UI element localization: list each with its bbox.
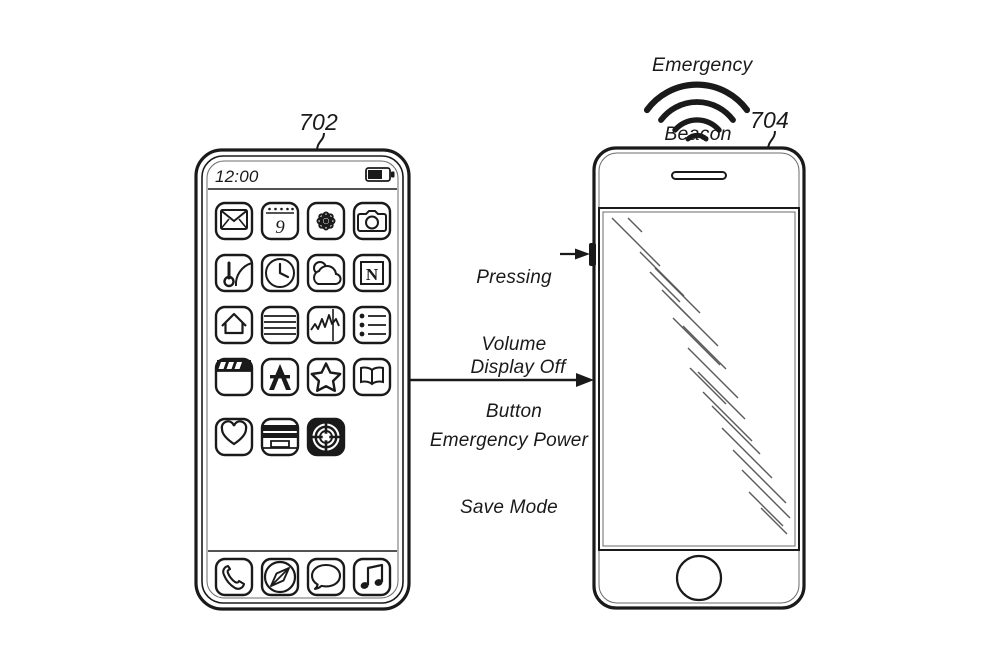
- app-icon-clock[interactable]: [260, 253, 300, 293]
- app-icon-stocks[interactable]: [306, 305, 346, 345]
- dock-icon-safari[interactable]: [260, 557, 300, 597]
- app-icon-app-store[interactable]: [260, 357, 300, 397]
- home-button[interactable]: [675, 554, 723, 602]
- app-icon-news[interactable]: N: [352, 253, 392, 293]
- dock-icon-music[interactable]: [352, 557, 392, 597]
- wifi-beacon-icon: [643, 81, 751, 142]
- volume-label-line3: Button: [485, 401, 543, 423]
- transition-arrow: [410, 373, 594, 387]
- volume-label-line1: Pressing: [476, 266, 552, 288]
- app-icon-health[interactable]: [214, 253, 254, 293]
- app-icon-game-center[interactable]: [306, 357, 346, 397]
- app-icon-wallet[interactable]: [260, 417, 300, 457]
- app-icon-camera[interactable]: [352, 201, 392, 241]
- volume-label-line2: Volume: [481, 334, 547, 356]
- svg-text:N: N: [366, 265, 379, 284]
- svg-text:9: 9: [275, 217, 285, 238]
- emergency-beacon-label: Emergency Beacon: [652, 8, 753, 169]
- app-icon-home[interactable]: [214, 305, 254, 345]
- battery-icon: [365, 167, 395, 182]
- app-icon-mail[interactable]: [214, 201, 254, 241]
- app-icon-weather[interactable]: [306, 253, 346, 293]
- dock-icon-phone[interactable]: [214, 557, 254, 597]
- app-icon-settings[interactable]: [306, 417, 346, 457]
- app-icon-photos[interactable]: [306, 201, 346, 241]
- pressing-volume-button-label: Pressing Volume Button: [466, 222, 562, 446]
- emergency-label-line2: Save Mode: [460, 497, 558, 519]
- left-device: 9: [194, 132, 411, 611]
- app-icon-ibooks[interactable]: [352, 357, 392, 397]
- left-device-screen: [206, 160, 399, 599]
- reference-numeral-702: 702: [299, 109, 338, 135]
- emergency-beacon-line1: Emergency: [652, 54, 753, 76]
- display-off-hatch: [611, 217, 791, 535]
- app-icon-reminders[interactable]: [352, 305, 392, 345]
- app-icon-calendar[interactable]: 9: [260, 201, 300, 241]
- volume-arrow: [560, 248, 590, 260]
- right-device-screen-inner: [602, 211, 796, 547]
- status-bar-time: 12:00: [215, 167, 259, 186]
- emergency-label-line1: Emergency Power: [429, 429, 589, 451]
- app-icon-activity[interactable]: [214, 417, 254, 457]
- volume-button[interactable]: [589, 243, 596, 266]
- emergency-power-save-mode-label: Emergency Power Save Mode: [424, 385, 594, 542]
- dock-icon-messages[interactable]: [306, 557, 346, 597]
- app-icon-notes[interactable]: [260, 305, 300, 345]
- left-device-bezel: [201, 155, 404, 604]
- app-icon-videos[interactable]: [214, 357, 254, 397]
- right-device-screen: [598, 207, 800, 551]
- reference-numeral-704: 704: [750, 107, 789, 133]
- right-device: [589, 81, 806, 610]
- display-off-label: Display Off: [470, 357, 566, 378]
- emergency-beacon-line2: Beacon: [664, 123, 732, 145]
- speaker-slot: [671, 171, 727, 180]
